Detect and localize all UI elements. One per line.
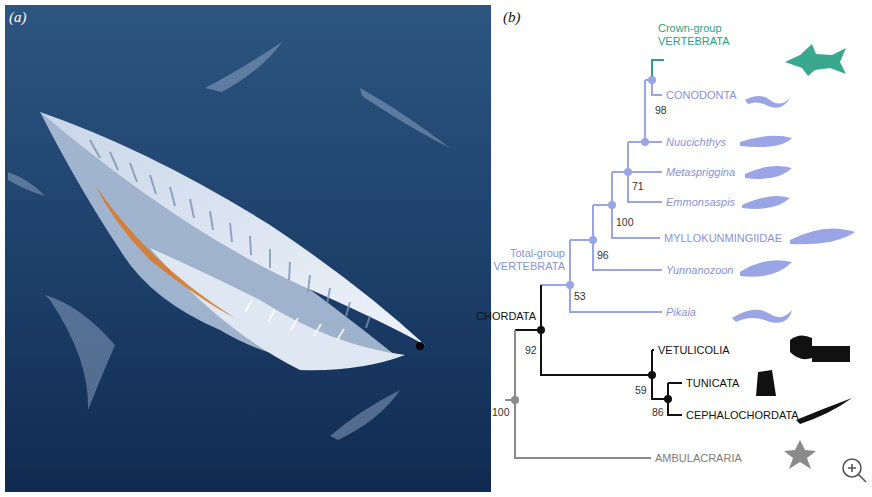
taxon-label: AMBULACRARIA (655, 452, 742, 465)
lancelet-silhouette (796, 398, 852, 424)
background-animals (8, 42, 450, 440)
support-value: 98 (655, 104, 667, 117)
node-dots (511, 76, 672, 404)
pikaia-silhouette (732, 310, 792, 323)
sea-background (5, 5, 491, 492)
clade-label: Total-group VERTEBRATA (493, 247, 565, 273)
metaspriggina-silhouette (745, 166, 792, 179)
taxon-label: Pikaia (666, 306, 696, 319)
taxon-label: CONODONTA (666, 89, 737, 102)
support-value: 96 (597, 249, 609, 262)
panel-label: (a) (9, 11, 27, 24)
clade-label: Crown-group VERTEBRATA (658, 22, 740, 48)
tree-branches-black (515, 285, 682, 415)
starfish-silhouette (784, 440, 816, 469)
shark-silhouette (785, 44, 846, 76)
support-value: 71 (632, 180, 644, 193)
tree-branches (541, 80, 662, 312)
support-value: 53 (574, 290, 586, 303)
taxon-label: Nuucichthys (666, 136, 726, 149)
taxon-label: Metaspriggina (666, 166, 735, 179)
nuucichthys-silhouette (740, 136, 792, 147)
support-value: 100 (616, 216, 634, 229)
tunicate-silhouette (756, 370, 776, 396)
taxon-label: Yunnanozoon (666, 264, 734, 277)
taxon-label: CEPHALOCHORDATA (686, 409, 799, 422)
emmonsaspis-silhouette (742, 196, 790, 209)
support-value: 86 (652, 406, 664, 419)
taxon-label: TUNICATA (686, 377, 739, 390)
zoom-icon (843, 459, 866, 482)
support-value: 92 (525, 344, 537, 357)
taxon-label: MYLLOKUNMINGIIDAE (664, 232, 782, 245)
vetulicolian-silhouette (790, 335, 850, 362)
conodont-silhouette (745, 96, 790, 108)
panel-label: (b) (503, 11, 521, 24)
myllokunmingiid-silhouette (790, 228, 855, 244)
root-branch (505, 330, 651, 458)
taxon-label: Emmonsaspis (666, 196, 735, 209)
support-value: 100 (492, 406, 510, 419)
taxon-label: VETULICOLIA (658, 344, 730, 357)
nuucichthys-reconstruction (40, 112, 425, 370)
clade-label: CHORDATA (476, 310, 536, 323)
support-value: 59 (635, 384, 647, 397)
yunnanozoon-silhouette (740, 260, 792, 276)
